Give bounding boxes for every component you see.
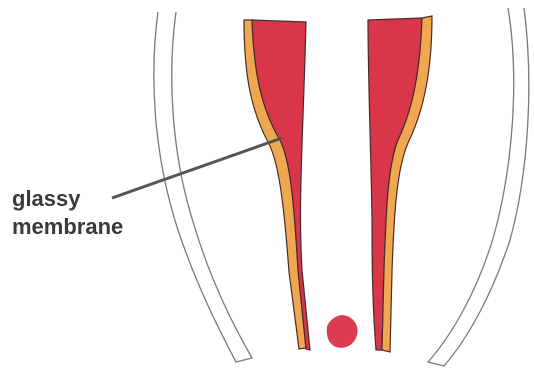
- glassy-membrane-label-line2: membrane: [12, 214, 123, 239]
- left-outer-sheath: [154, 12, 252, 362]
- right-outer-sheath: [428, 8, 529, 366]
- central-cell-blob: [327, 315, 358, 348]
- glassy-membrane-label-line1: glassy: [12, 186, 81, 211]
- glassy-membrane-leader-line: [112, 138, 282, 198]
